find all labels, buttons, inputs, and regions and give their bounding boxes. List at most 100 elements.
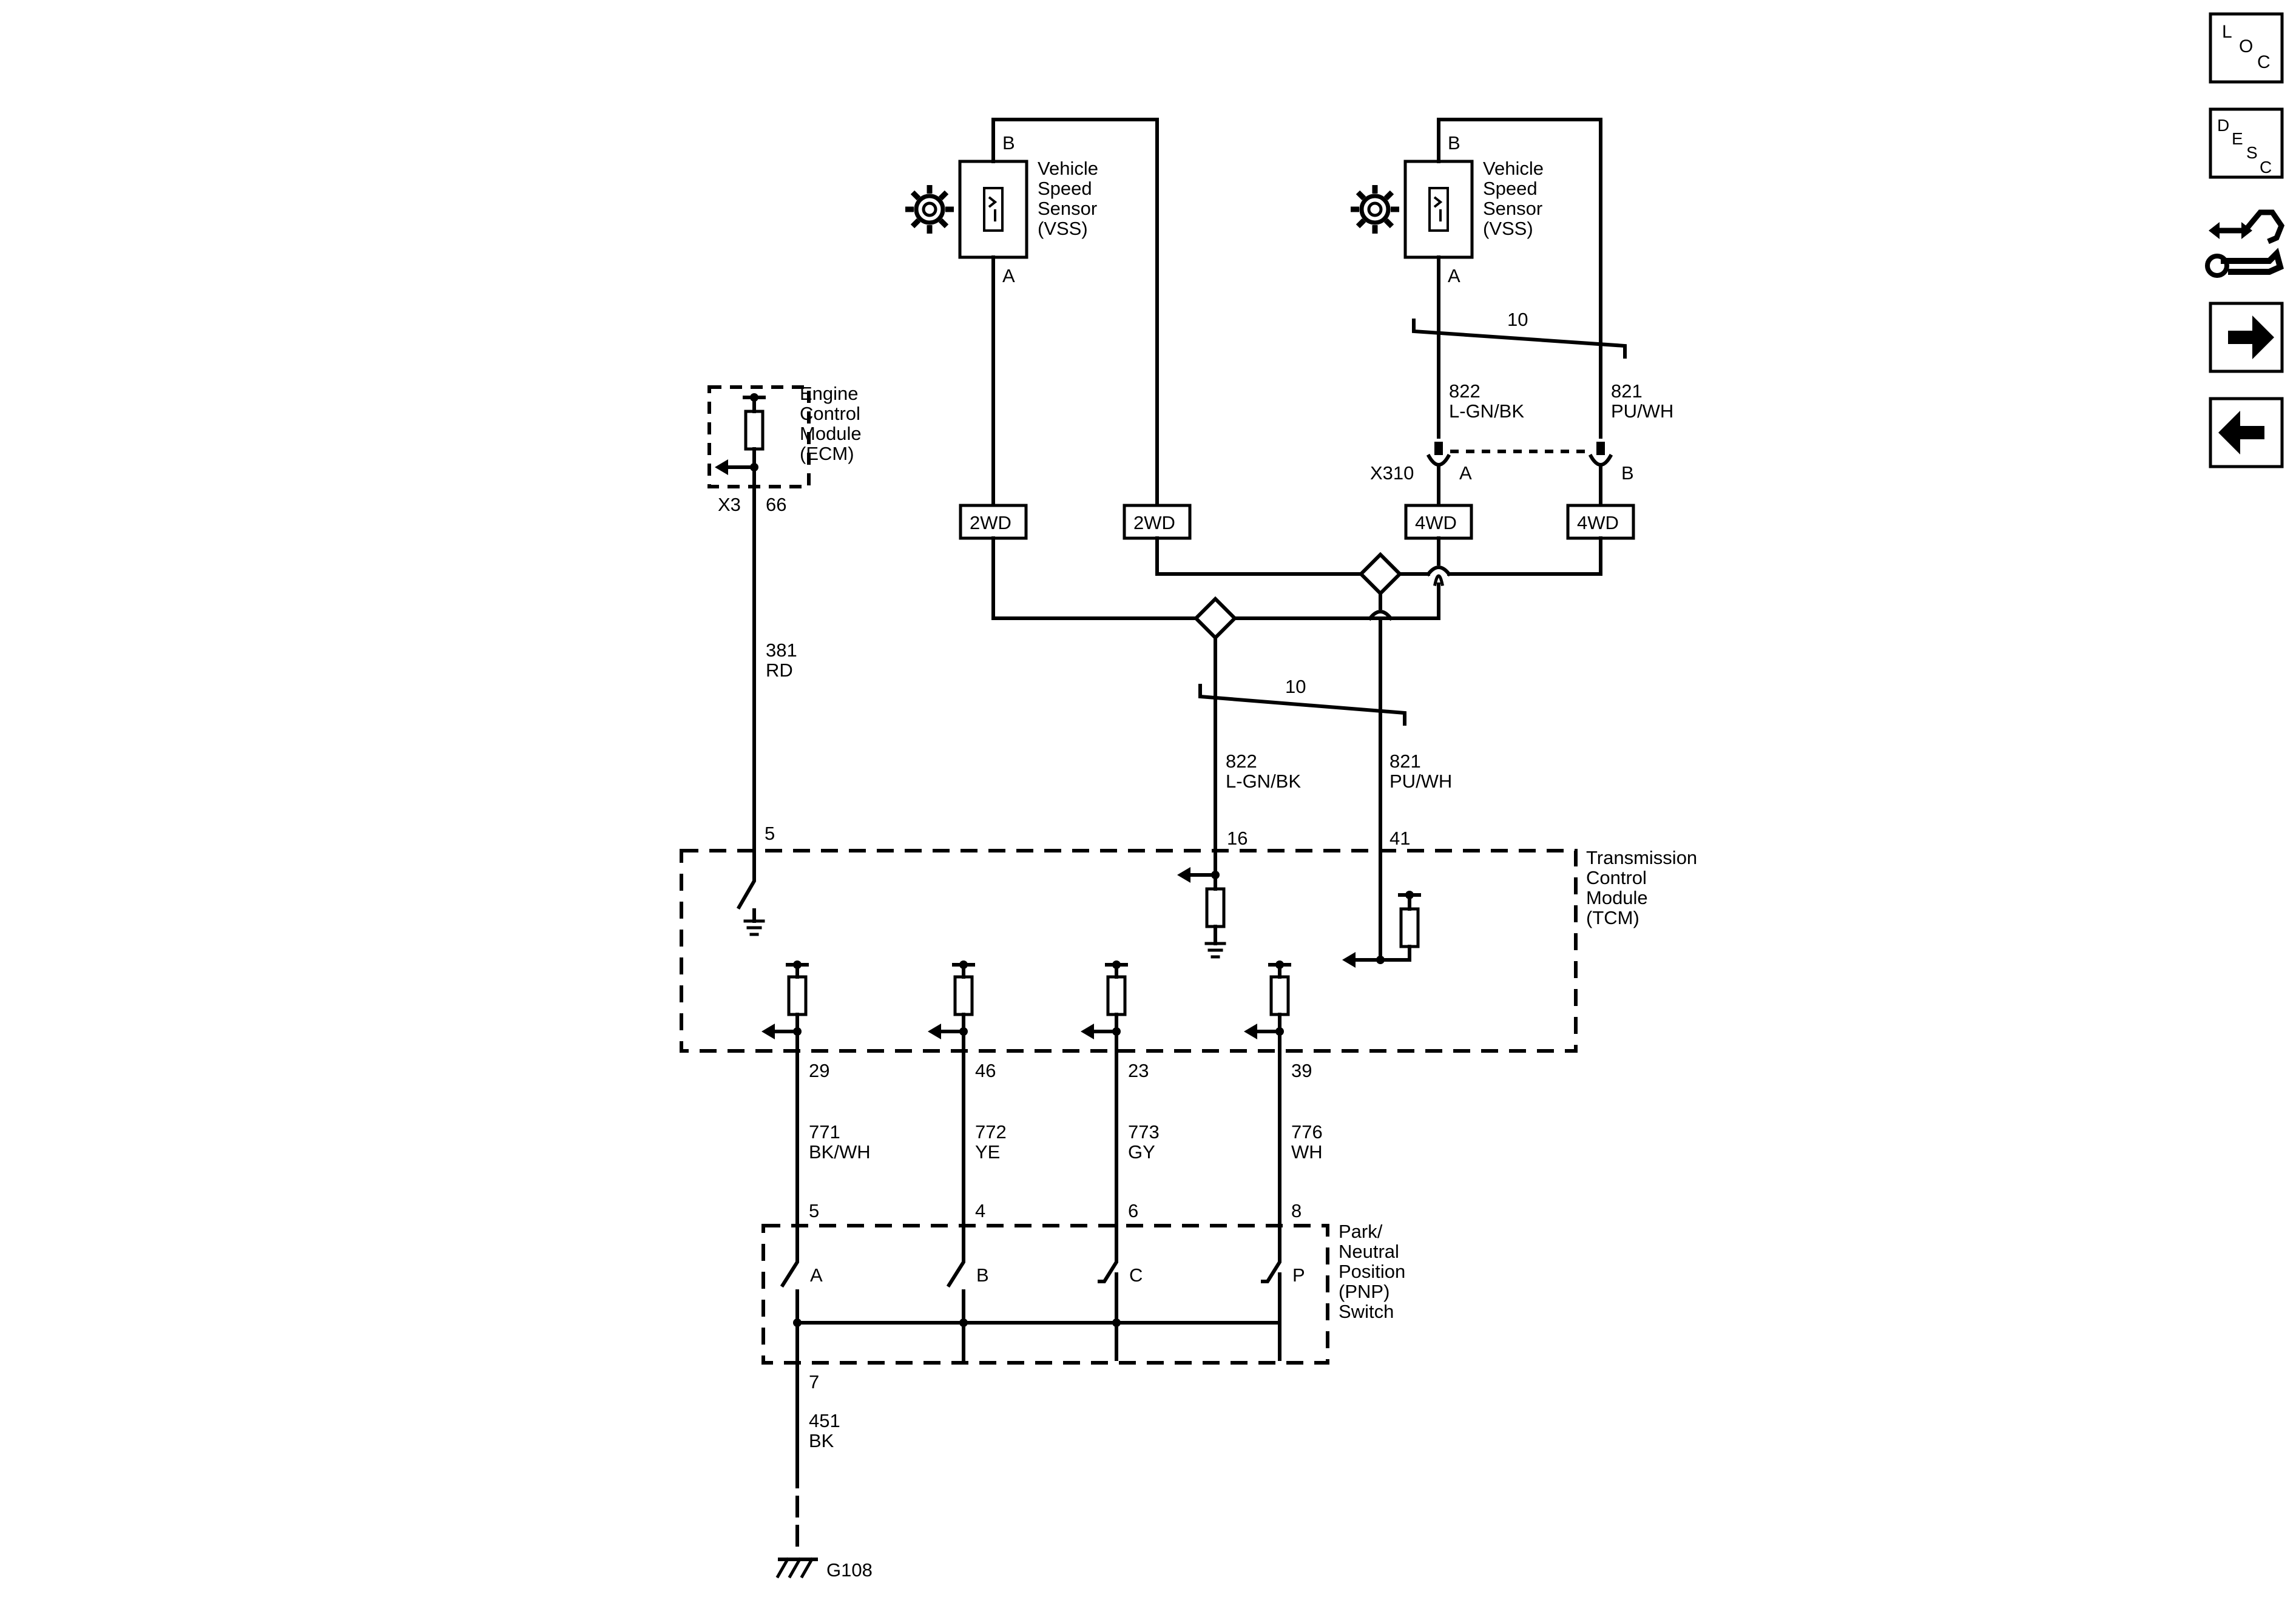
ground-name: G108 bbox=[826, 1559, 873, 1581]
twist-marker-upper bbox=[1412, 319, 1627, 359]
pnp-label-3: Position bbox=[1339, 1261, 1405, 1282]
gear-icon bbox=[905, 185, 954, 234]
pnp-label-1: Park/ bbox=[1339, 1221, 1383, 1242]
ecm-label-1: Engine bbox=[800, 383, 859, 404]
tag-4wd-left: 4WD bbox=[1404, 504, 1473, 540]
lower-left-color: L-GN/BK bbox=[1226, 771, 1301, 792]
vss-left-label-1: Vehicle bbox=[1038, 158, 1098, 179]
desc-letter-e: E bbox=[2232, 129, 2243, 148]
pnp-wire-2-color: YE bbox=[975, 1141, 1000, 1163]
desc-letter-d: D bbox=[2217, 116, 2229, 135]
x310-pin-b: B bbox=[1621, 462, 1634, 484]
svg-text:4WD: 4WD bbox=[1415, 512, 1457, 533]
pnp-pin-5: 5 bbox=[809, 1200, 819, 1221]
desc-letter-s: S bbox=[2246, 143, 2258, 162]
loc-letter-o: O bbox=[2239, 36, 2253, 56]
vss-left-pin-a: A bbox=[1002, 265, 1015, 286]
tcm-label-2: Control bbox=[1586, 867, 1647, 888]
lower-left-circuit: 822 bbox=[1226, 751, 1257, 772]
vss-left-label-3: Sensor bbox=[1038, 198, 1097, 219]
svg-text:2WD: 2WD bbox=[1133, 512, 1175, 533]
ecm-label-4: (ECM) bbox=[800, 443, 854, 464]
tcm-pin-39: 39 bbox=[1291, 1060, 1312, 1081]
vss-left-pin-b: B bbox=[1002, 132, 1015, 154]
splice-upper bbox=[1358, 552, 1403, 596]
pnp-wire-labels: 771 BK/WH 772 YE 773 GY 776 WH bbox=[809, 1121, 1323, 1163]
desc-letter-c: C bbox=[2260, 158, 2272, 177]
pnp-label-2: Neutral bbox=[1339, 1241, 1399, 1262]
loc-letter-l: L bbox=[2222, 22, 2232, 42]
pnp-pin-6: 6 bbox=[1128, 1200, 1138, 1221]
tcm-pin-29: 29 bbox=[809, 1060, 829, 1081]
tcm: Transmission Control Module (TCM) 5 16 4… bbox=[680, 823, 1697, 1361]
wire-vss-left-b bbox=[991, 118, 1159, 524]
pnp-label-5: Switch bbox=[1339, 1301, 1394, 1322]
upper-wiring: 10 822 L-GN/BK 821 PU/WH X310 A B 2WD 2W… bbox=[959, 118, 1673, 962]
ecm-boundary bbox=[707, 385, 811, 488]
ecm-label-3: Module bbox=[800, 423, 862, 444]
pnp-switch-b: B bbox=[976, 1264, 989, 1286]
vss-left-label-2: Speed bbox=[1038, 178, 1092, 199]
tag-2wd-left: 2WD bbox=[959, 504, 1028, 540]
gear-icon bbox=[1351, 185, 1399, 234]
svg-text:4WD: 4WD bbox=[1577, 512, 1619, 533]
twist-lower-turns: 10 bbox=[1285, 676, 1306, 697]
loc-letter-c: C bbox=[2257, 52, 2271, 72]
arrow-left-icon bbox=[2218, 411, 2264, 454]
ecm-pin: 66 bbox=[766, 494, 786, 515]
tcm-pin-5: 5 bbox=[765, 823, 775, 844]
splice-lower bbox=[1193, 596, 1238, 641]
vss-right-label-2: Speed bbox=[1483, 178, 1538, 199]
upper-left-color: L-GN/BK bbox=[1449, 400, 1524, 422]
tcm-label-3: Module bbox=[1586, 887, 1648, 908]
tcm-pin-46: 46 bbox=[975, 1060, 996, 1081]
vss-right: B A Vehicle Speed Sensor (VSS) bbox=[1351, 132, 1544, 286]
upper-right-circuit: 821 bbox=[1611, 380, 1643, 402]
pnp-switch-c: C bbox=[1129, 1264, 1143, 1286]
nav-next-button[interactable] bbox=[2209, 302, 2284, 373]
vss-right-pin-a: A bbox=[1448, 265, 1460, 286]
tcm-pin-16: 16 bbox=[1227, 828, 1248, 849]
ecm-connector: X3 bbox=[718, 494, 741, 515]
arrow-right-icon bbox=[2228, 316, 2274, 359]
nav-prev-button[interactable] bbox=[2209, 397, 2284, 468]
pnp-pin-8: 8 bbox=[1291, 1200, 1302, 1221]
tcm-boundary bbox=[680, 849, 1578, 1053]
upper-right-color: PU/WH bbox=[1611, 400, 1673, 422]
connector-x310: X310 A B bbox=[1370, 442, 1634, 484]
tcm-pin-41: 41 bbox=[1389, 828, 1410, 849]
pnp-wire-4-circuit: 776 bbox=[1291, 1121, 1323, 1143]
pnp-wire-1-circuit: 771 bbox=[809, 1121, 840, 1143]
pnp-switch: Park/ Neutral Position (PNP) Switch 5 4 … bbox=[761, 1200, 1405, 1470]
vss-left-element bbox=[983, 187, 1004, 232]
ground-wire-circuit: 451 bbox=[809, 1410, 840, 1431]
tcm-pin-23: 23 bbox=[1128, 1060, 1149, 1081]
vss-right-label-1: Vehicle bbox=[1483, 158, 1544, 179]
pnp-wire-3-color: GY bbox=[1128, 1141, 1155, 1163]
vss-left-label-4: (VSS) bbox=[1038, 218, 1088, 239]
ecm-wire-circuit: 381 bbox=[766, 640, 797, 661]
x310-pin-a: A bbox=[1459, 462, 1472, 484]
vss-right-element bbox=[1428, 187, 1449, 232]
twist-marker-lower bbox=[1198, 684, 1406, 726]
ecm: Engine Control Module (ECM) X3 66 381 RD bbox=[707, 383, 862, 877]
ecm-wire-color: RD bbox=[766, 660, 793, 681]
lower-right-circuit: 821 bbox=[1389, 751, 1421, 772]
vss-right-body bbox=[1403, 160, 1474, 259]
tag-2wd-right: 2WD bbox=[1123, 504, 1192, 540]
nav-loc-button[interactable]: L O C bbox=[2209, 12, 2284, 84]
pnp-wire-3-circuit: 773 bbox=[1128, 1121, 1160, 1143]
lower-right-color: PU/WH bbox=[1389, 771, 1452, 792]
twist-upper-turns: 10 bbox=[1507, 309, 1528, 330]
pnp-ground-pin: 7 bbox=[809, 1371, 819, 1393]
nav-desc-button[interactable]: D E S C bbox=[2209, 107, 2284, 179]
x310-name: X310 bbox=[1370, 462, 1414, 484]
pnp-switch-p: P bbox=[1292, 1264, 1305, 1286]
pnp-wire-1-color: BK/WH bbox=[809, 1141, 871, 1163]
pnp-label-4: (PNP) bbox=[1339, 1281, 1389, 1302]
diagnostic-tools-icon[interactable] bbox=[2205, 209, 2285, 278]
tcm-label-1: Transmission bbox=[1586, 847, 1697, 868]
upper-left-circuit: 822 bbox=[1449, 380, 1481, 402]
pnp-pin-4: 4 bbox=[975, 1200, 985, 1221]
